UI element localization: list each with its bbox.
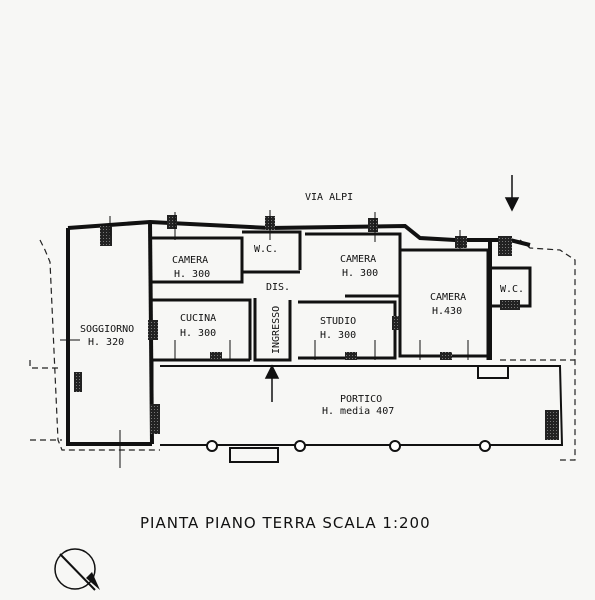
wall-fragment <box>392 316 400 330</box>
opening-marks <box>60 210 469 468</box>
wall-fragment <box>500 300 520 310</box>
room-wc1-name: W.C. <box>254 244 278 255</box>
wall-fragment <box>368 218 378 232</box>
entry-arrows <box>264 175 520 402</box>
room-camera2-height: H. 300 <box>342 268 378 279</box>
room-soggiorno-height: H. 320 <box>88 337 124 348</box>
wall-fragment <box>148 320 158 340</box>
column <box>479 440 491 452</box>
column <box>294 440 306 452</box>
interior-walls <box>150 230 532 444</box>
entrance-step <box>229 447 279 463</box>
wall-fragment <box>345 352 357 360</box>
room-ingresso-name: INGRESSO <box>271 306 282 354</box>
room-cucina-height: H. 300 <box>180 328 216 339</box>
room-cucina-name: CUCINA <box>180 313 216 324</box>
room-studio-height: H. 300 <box>320 330 356 341</box>
room-wc2-name: W.C. <box>500 284 524 295</box>
room-dis-name: DIS. <box>266 282 290 293</box>
room-camera3-name: CAMERA <box>430 292 466 303</box>
wall-fragment <box>498 236 512 256</box>
portico-columns <box>206 440 491 452</box>
property-boundary <box>29 239 576 461</box>
room-camera3-height: H.430 <box>432 306 462 317</box>
wall-fragment <box>210 352 222 360</box>
portico-outline <box>160 365 564 446</box>
room-portico-name: PORTICO <box>340 394 382 405</box>
column <box>389 440 401 452</box>
wall-fragment <box>167 215 177 229</box>
wall-fragment <box>440 352 452 360</box>
room-portico-height: H. media 407 <box>322 406 394 417</box>
north-arrow-icon <box>54 548 100 591</box>
wall-fragment <box>100 226 112 246</box>
plan-title: PIANTA PIANO TERRA SCALA 1:200 <box>140 514 431 532</box>
room-camera2-name: CAMERA <box>340 254 376 265</box>
wall-fragment <box>545 410 559 440</box>
room-camera1-height: H. 300 <box>174 269 210 280</box>
street-label: VIA ALPI <box>305 192 353 203</box>
room-studio-name: STUDIO <box>320 316 356 327</box>
room-soggiorno-name: SOGGIORNO <box>80 324 134 335</box>
wall-fragment <box>74 372 82 392</box>
wall-fragment <box>455 236 467 248</box>
column <box>206 440 218 452</box>
room-camera1-name: CAMERA <box>172 255 208 266</box>
wall-fragment <box>150 404 160 434</box>
